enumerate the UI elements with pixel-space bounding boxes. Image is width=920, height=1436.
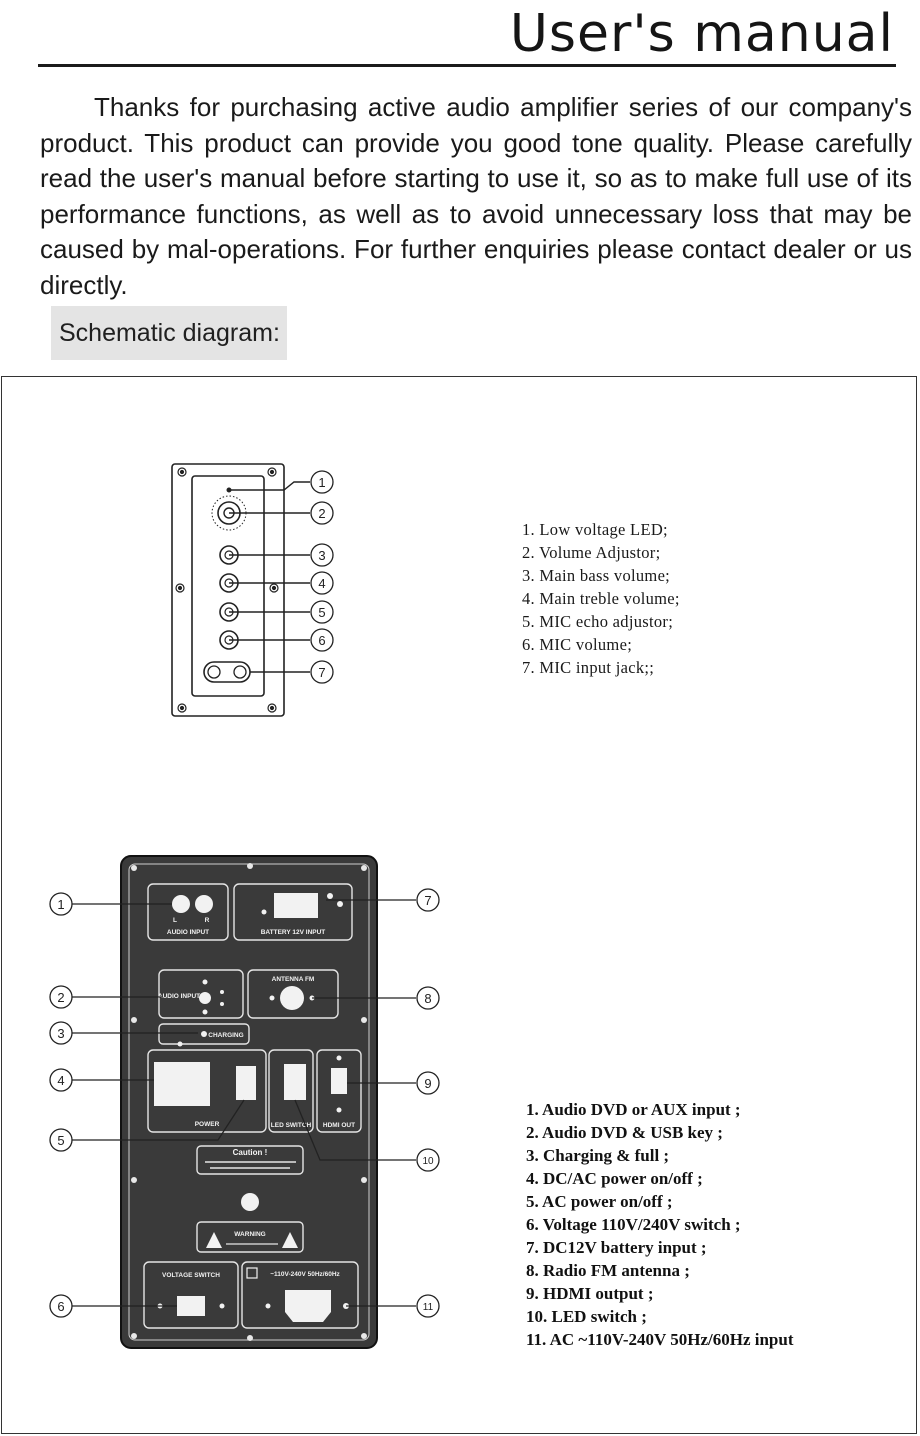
label-hdmi-out: HDMI OUT: [323, 1122, 355, 1129]
legend-item: 5. MIC echo adjustor;: [522, 612, 674, 631]
title-rule: [38, 64, 896, 67]
label-charging: CHARGING: [208, 1032, 243, 1039]
legend-item: 6. MIC volume;: [522, 635, 633, 654]
legend-item: 3. Main bass volume;: [522, 566, 671, 585]
legend-item: 7. MIC input jack;;: [522, 658, 655, 677]
legend-item: 2. Audio DVD & USB key ;: [526, 1123, 723, 1142]
callout2-1: 1: [57, 897, 64, 912]
legend-item: 11. AC ~110V-240V 50Hz/60Hz input: [526, 1330, 794, 1349]
legend-item: 1. Audio DVD or AUX input ;: [526, 1100, 741, 1119]
battery-connector-icon: [274, 893, 318, 918]
control-panel-legend: 1. Low voltage LED; 2. Volume Adjustor; …: [522, 518, 680, 679]
callout2-8: 8: [424, 991, 431, 1006]
callout-3: 3: [318, 548, 325, 563]
callout-1: 1: [318, 475, 325, 490]
usb-key-icon: [199, 992, 211, 1004]
callout-6: 6: [318, 633, 325, 648]
rca-jack-icon: [172, 895, 213, 913]
corner-screw-icon: [175, 467, 279, 713]
fm-antenna-icon: [280, 986, 304, 1010]
hdmi-port-icon: [331, 1068, 347, 1094]
callout-2: 2: [318, 506, 325, 521]
label-warning: WARNING: [234, 1231, 265, 1238]
callout2-3: 3: [57, 1026, 64, 1041]
center-hole-icon: [241, 1193, 259, 1211]
label-caution: Caution !: [233, 1148, 268, 1157]
label-l: L: [173, 917, 177, 924]
callout2-9: 9: [424, 1076, 431, 1091]
legend-item: 9. HDMI output ;: [526, 1284, 654, 1303]
callout-5: 5: [318, 605, 325, 620]
label-power: POWER: [195, 1121, 220, 1128]
rear-panel-legend: 1. Audio DVD or AUX input ; 2. Audio DVD…: [526, 1098, 793, 1351]
callout2-5: 5: [57, 1133, 64, 1148]
legend-item: 1. Low voltage LED;: [522, 520, 668, 539]
legend-item: 3. Charging & full ;: [526, 1146, 670, 1165]
intro-text: Thanks for purchasing active audio ampli…: [40, 90, 912, 303]
callout-7: 7: [318, 665, 325, 680]
ac-power-switch-icon: [236, 1066, 256, 1100]
panel-screw-icon: [131, 863, 367, 1341]
callout2-6: 6: [57, 1299, 64, 1314]
legend-item: 4. Main treble volume;: [522, 589, 680, 608]
leader-lines: [229, 481, 310, 673]
legend-item: 5. AC power on/off ;: [526, 1192, 673, 1211]
diagram-frame: [1, 376, 917, 1434]
legend-item: 10. LED switch ;: [526, 1307, 647, 1326]
label-ac-input: ~110V-240V 50Hz/60Hz: [270, 1271, 340, 1278]
callout2-4: 4: [57, 1073, 64, 1088]
label-voltage-switch: VOLTAGE SWITCH: [162, 1272, 220, 1279]
warning-triangle-icon: [206, 1232, 298, 1248]
dc-ac-power-switch-icon: [154, 1062, 210, 1106]
callout2-7: 7: [424, 893, 431, 908]
label-r: R: [205, 917, 210, 924]
callout-4: 4: [318, 576, 325, 591]
label-led-switch: LED SWITCH: [271, 1122, 312, 1129]
callout2-10: 10: [422, 1156, 434, 1167]
legend-item: 2. Volume Adjustor;: [522, 543, 661, 562]
legend-item: 4. DC/AC power on/off ;: [526, 1169, 703, 1188]
intro-paragraph: Thanks for purchasing active audio ampli…: [40, 92, 912, 300]
callout2-11: 11: [423, 1302, 434, 1313]
ac-inlet-icon: [285, 1290, 331, 1322]
label-antenna: ANTENNA FM: [272, 976, 315, 983]
legend-item: 7. DC12V battery input ;: [526, 1238, 707, 1257]
legend-item: 8. Radio FM antenna ;: [526, 1261, 690, 1280]
charging-led-icon: [201, 1031, 207, 1037]
rear-amplifier-panel: [120, 855, 378, 1349]
voltage-switch-icon: [177, 1296, 205, 1316]
callout2-2: 2: [57, 990, 64, 1005]
led-switch-icon: [284, 1064, 306, 1100]
label-battery: BATTERY 12V INPUT: [261, 929, 326, 936]
label-audio-input-2: AUDIO INPUT: [158, 993, 200, 1000]
control-panel-small: [171, 463, 334, 717]
leader-lines-2: [72, 899, 416, 1307]
label-audio-input-1: AUDIO INPUT: [167, 929, 209, 936]
page-title: User's manual: [509, 4, 894, 64]
legend-item: 6. Voltage 110V/240V switch ;: [526, 1215, 741, 1234]
schematic-label: Schematic diagram:: [51, 306, 287, 360]
